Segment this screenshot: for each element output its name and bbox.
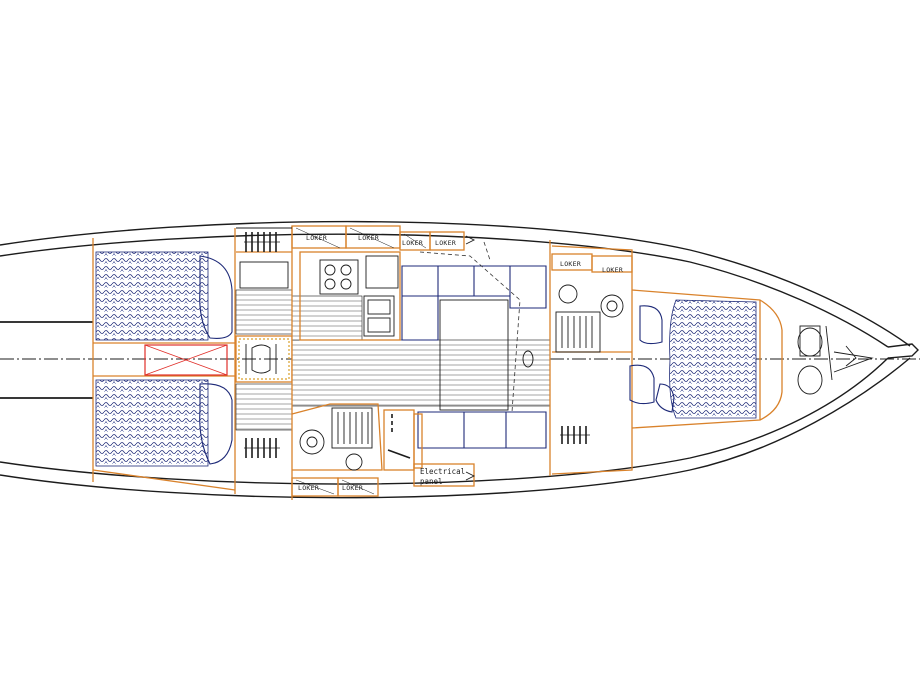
locker-label: LOKER (342, 484, 363, 492)
head-aft (291, 403, 423, 471)
shower-fwd (555, 311, 601, 353)
vberth (669, 299, 757, 419)
saloon-table (439, 299, 509, 411)
galley-counter (299, 251, 401, 341)
washbasin-aft (345, 453, 363, 471)
locker-label: LOKER (602, 266, 623, 274)
locker-label: LOKER (358, 234, 379, 242)
electrical-panel (413, 463, 475, 487)
locker-labels: LOKER LOKER LOKER LOKER LOKER LOKER LOKE… (298, 234, 623, 492)
locker-label: LOKER (306, 234, 327, 242)
shower-grate (337, 412, 369, 444)
aft-cabins (92, 228, 236, 494)
stove (319, 259, 359, 295)
vent-grille (244, 232, 280, 252)
pillow-port (199, 255, 233, 339)
aft-berth-starboard (95, 379, 209, 467)
electrical-panel-label: Electrical (420, 467, 465, 476)
mast-step (522, 350, 534, 368)
locker-label: LOKER (298, 484, 319, 492)
cabin-sole (235, 289, 551, 431)
sink (363, 295, 395, 337)
electrical-panel-label: panel (420, 477, 443, 486)
forward-cabin (551, 245, 783, 475)
locker-label: LOKER (560, 260, 581, 268)
galley (236, 226, 401, 500)
anchor-locker (797, 325, 874, 395)
toilet-aft (299, 429, 325, 455)
lockers-port (236, 225, 633, 273)
locker-label: LOKER (402, 239, 423, 247)
lazarette-hatch (144, 344, 228, 376)
nav-desk (413, 413, 423, 469)
toilet-fwd (600, 294, 624, 318)
washbasin-fwd (558, 284, 578, 304)
aft-berth-port (95, 251, 209, 341)
saloon-settee-starboard (417, 411, 547, 449)
vent-grille (560, 426, 590, 444)
locker-label: LOKER (435, 239, 456, 247)
cockpit-lines (0, 321, 93, 399)
vent-grilles (244, 232, 590, 459)
lockers-starboard (291, 235, 476, 497)
saloon (401, 240, 551, 476)
pillow-starboard (199, 383, 233, 465)
vent-grille (244, 438, 280, 458)
